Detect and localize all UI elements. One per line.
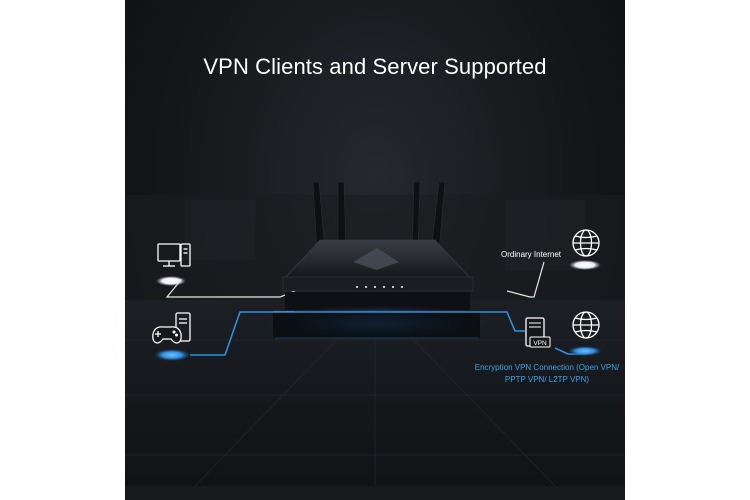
encryption-vpn-label: Encryption VPN Connection (Open VPN/ PPT…: [474, 363, 620, 384]
gaming-console-icon: [152, 312, 191, 344]
globe-bottom-glow-pad: [568, 346, 602, 356]
router-scene: VPN: [125, 181, 625, 487]
globe-icon: [572, 311, 600, 339]
desktop-computer-icon: [157, 243, 191, 267]
desktop-glow-pad: [156, 276, 186, 286]
bottom-strip: [125, 486, 625, 500]
ordinary-internet-label: Ordinary Internet: [501, 250, 562, 259]
router-antennas: [312, 181, 446, 253]
product-infographic: VPN VPN Clients and Server Supported Ord…: [125, 0, 625, 500]
gaming-glow-pad: [154, 349, 190, 361]
globe-icon: [572, 229, 600, 257]
router-led-lights: [355, 285, 404, 289]
globe-top-glow-pad: [569, 260, 601, 270]
vpn-server-icon: VPN: [525, 317, 551, 348]
vpn-badge-text: VPN: [533, 340, 547, 347]
wifi-router: [262, 239, 492, 341]
headline: VPN Clients and Server Supported: [203, 54, 547, 79]
